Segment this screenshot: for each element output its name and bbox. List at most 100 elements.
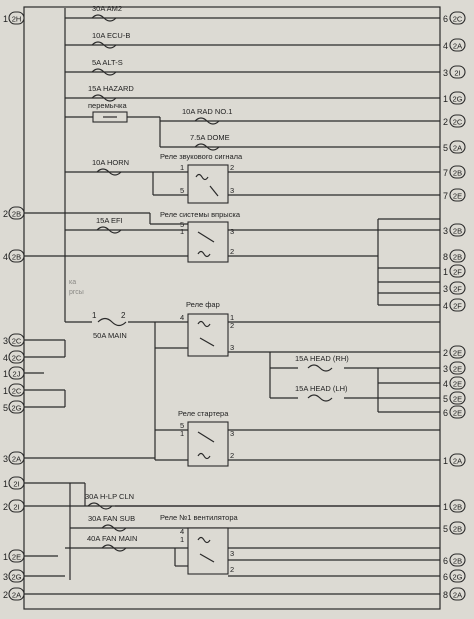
svg-text:5: 5 — [443, 524, 448, 534]
fuse-fan-main: 40A FAN MAIN — [87, 534, 137, 552]
svg-text:4: 4 — [443, 379, 448, 389]
svg-text:Реле фар: Реле фар — [186, 300, 220, 309]
svg-text:2C: 2C — [453, 118, 463, 127]
svg-text:4: 4 — [3, 252, 8, 262]
svg-text:1: 1 — [3, 386, 8, 396]
svg-text:2E: 2E — [453, 380, 462, 389]
fuse-head-rh: 15A HEAD (RH) — [295, 354, 349, 372]
svg-text:2H: 2H — [12, 15, 22, 24]
svg-text:10A ECU-B: 10A ECU-B — [92, 31, 130, 40]
svg-text:2B: 2B — [12, 210, 21, 219]
fuse-h-lp-cln: 30A H-LP CLN — [85, 492, 134, 510]
svg-text:5: 5 — [180, 421, 184, 430]
svg-text:4: 4 — [180, 527, 184, 536]
svg-text:1: 1 — [180, 429, 184, 438]
svg-text:2: 2 — [230, 321, 234, 330]
svg-text:2: 2 — [443, 117, 448, 127]
svg-text:Реле стартера: Реле стартера — [178, 409, 229, 418]
margin-note: ка ргсы — [69, 279, 84, 296]
fuse-rad-no1: 10A RAD NO.1 — [182, 107, 232, 125]
svg-text:2: 2 — [230, 247, 234, 256]
svg-text:3: 3 — [230, 343, 234, 352]
svg-text:2I: 2I — [13, 480, 19, 489]
svg-text:3: 3 — [230, 429, 234, 438]
svg-text:10A HORN: 10A HORN — [92, 158, 129, 167]
svg-text:2: 2 — [230, 163, 234, 172]
svg-text:2: 2 — [230, 565, 234, 574]
svg-text:2B: 2B — [453, 227, 462, 236]
svg-text:1: 1 — [180, 163, 184, 172]
relay-horn: Реле звукового сигнала 1 2 5 3 — [160, 152, 243, 204]
fuse-dome: 7.5A DOME — [190, 133, 230, 151]
svg-text:3: 3 — [230, 227, 234, 236]
svg-text:2B: 2B — [453, 253, 462, 262]
svg-text:2C: 2C — [12, 387, 22, 396]
svg-text:5: 5 — [180, 220, 184, 229]
svg-text:5: 5 — [180, 186, 184, 195]
svg-text:30A H-LP CLN: 30A H-LP CLN — [85, 492, 134, 501]
svg-text:15A EFI: 15A EFI — [96, 216, 123, 225]
svg-text:4: 4 — [443, 41, 448, 51]
svg-text:2J: 2J — [13, 370, 21, 379]
svg-text:2B: 2B — [453, 169, 462, 178]
svg-text:2E: 2E — [453, 395, 462, 404]
right-connector-5: 2 2C — [443, 114, 466, 128]
svg-text:50A MAIN: 50A MAIN — [93, 331, 127, 340]
svg-text:1: 1 — [180, 535, 184, 544]
svg-text:5: 5 — [443, 143, 448, 153]
svg-text:2: 2 — [230, 451, 234, 460]
svg-text:2: 2 — [3, 502, 8, 512]
svg-text:3: 3 — [443, 68, 448, 78]
svg-text:2C: 2C — [453, 15, 463, 24]
svg-text:2E: 2E — [453, 349, 462, 358]
relay-efi: Реле системы впрыска 5 1 3 2 — [160, 210, 241, 263]
wiring — [23, 6, 441, 610]
svg-text:2B: 2B — [453, 525, 462, 534]
right-connector-16: 4 2E — [443, 376, 466, 390]
svg-text:30A FAN SUB: 30A FAN SUB — [88, 514, 135, 523]
svg-text:10A RAD NO.1: 10A RAD NO.1 — [182, 107, 232, 116]
fuse-horn: 10A HORN — [92, 158, 129, 176]
svg-text:4: 4 — [443, 301, 448, 311]
svg-text:2A: 2A — [453, 591, 462, 600]
right-connector-21: 5 2B — [443, 521, 466, 535]
svg-text:1: 1 — [92, 311, 97, 320]
svg-text:перемычка: перемычка — [88, 101, 127, 110]
relays: Реле звукового сигнала 1 2 5 3 Реле сист… — [160, 152, 243, 575]
svg-text:2E: 2E — [12, 553, 21, 562]
svg-text:3: 3 — [443, 364, 448, 374]
svg-text:3: 3 — [3, 454, 8, 464]
svg-text:Реле системы впрыска: Реле системы впрыска — [160, 210, 241, 219]
svg-text:1: 1 — [3, 369, 8, 379]
svg-text:5A ALT-S: 5A ALT-S — [92, 58, 123, 67]
jumper: перемычка — [88, 101, 128, 123]
svg-text:2G: 2G — [11, 573, 21, 582]
fuses: 30A AM2 10A ECU-B 5A ALT-S 15A HAZARD 10… — [85, 4, 349, 552]
svg-text:Реле №1 вентилятора: Реле №1 вентилятора — [160, 513, 238, 522]
svg-text:2A: 2A — [453, 457, 462, 466]
relay-starter: Реле стартера 5 1 3 2 — [178, 409, 234, 467]
svg-text:5: 5 — [3, 403, 8, 413]
svg-text:2B: 2B — [12, 253, 21, 262]
fuse-efi: 15A EFI — [96, 216, 123, 234]
